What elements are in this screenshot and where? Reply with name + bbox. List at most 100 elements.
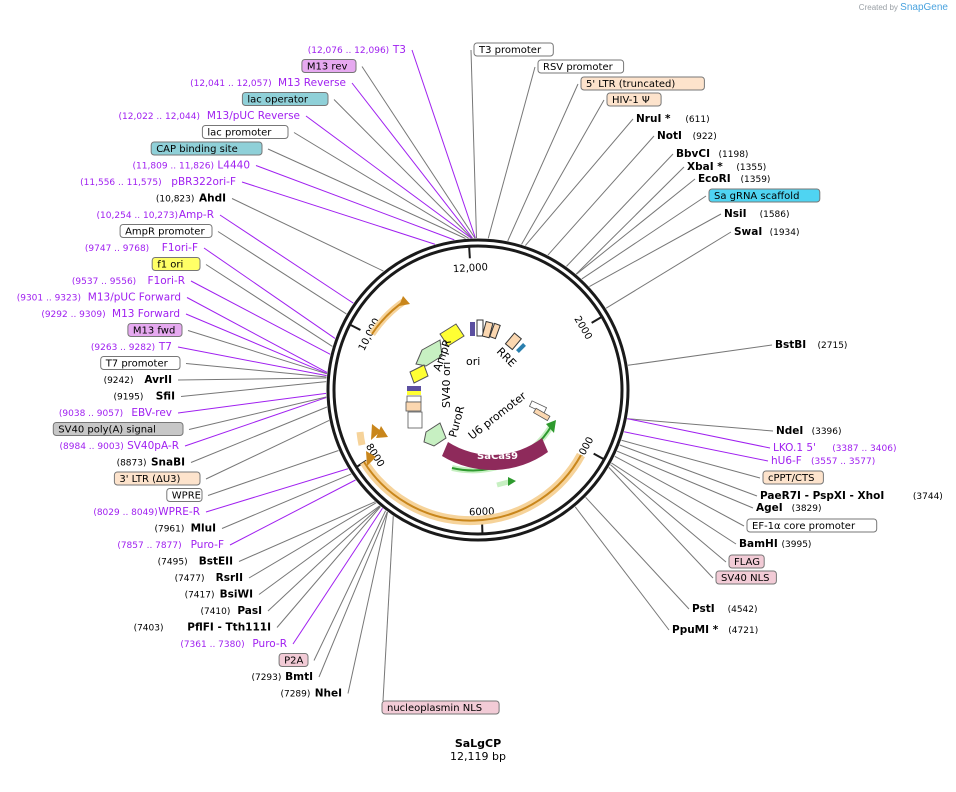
backbone-outer — [326, 238, 630, 542]
leader-line — [186, 297, 328, 373]
map-label-noti[interactable]: NotI(922) — [657, 130, 717, 142]
map-label-ahdi[interactable]: (10,823)AhdI — [156, 193, 226, 205]
label-name: L4440 — [217, 160, 250, 172]
map-label-wpre-r[interactable]: (8029 .. 8049)WPRE-R — [93, 506, 200, 518]
map-label-t7-promoter[interactable]: T7 promoter — [100, 356, 181, 370]
map-label-agei[interactable]: AgeI(3829) — [756, 502, 822, 514]
map-label-sv40-poly-a-signal[interactable]: SV40 poly(A) signal — [52, 422, 184, 436]
leader-line — [608, 467, 714, 579]
label-box — [151, 257, 201, 271]
map-label-psti[interactable]: PstI(4542) — [692, 603, 758, 615]
map-label-bsteii[interactable]: (7495)BstEII — [158, 556, 233, 568]
label-coordinate: (7495) — [158, 558, 188, 568]
map-label-sv40pa-r[interactable]: (8984 .. 9003)SV40pA-R — [60, 440, 179, 452]
label-coordinate: (7410) — [200, 607, 230, 617]
backbone-inner — [332, 244, 624, 536]
map-label-3-ltr-u3[interactable]: 3' LTR (ΔU3) — [113, 471, 201, 486]
map-label-puro-r[interactable]: (7361 .. 7380)Puro-R — [180, 638, 287, 650]
map-label-m13-forward[interactable]: (9292 .. 9309)M13 Forward — [41, 308, 180, 320]
map-label-ebv-rev[interactable]: (9038 .. 9057)EBV-rev — [59, 407, 172, 419]
map-label-swai[interactable]: SwaI(1934) — [734, 226, 800, 238]
map-label-ecori[interactable]: EcoRI(1359) — [698, 173, 770, 185]
map-label-lko-1-5[interactable]: LKO.1 5'(3387 .. 3406) — [773, 442, 896, 454]
map-label-nhei[interactable]: (7289)NheI — [280, 688, 342, 700]
label-coordinate: (8029 .. 8049) — [93, 508, 157, 518]
label-name: BamHI — [739, 538, 778, 550]
leader-line — [313, 510, 387, 661]
map-label-ampr-promoter[interactable]: AmpR promoter — [119, 224, 213, 238]
map-label-lac-promoter[interactable]: lac promoter — [201, 125, 289, 139]
map-label-ef-1-core-promoter[interactable]: EF-1α core promoter — [746, 518, 878, 533]
map-label-t7[interactable]: (9263 .. 9282)T7 — [91, 341, 172, 353]
map-label-m13-rev[interactable]: M13 rev — [301, 59, 357, 73]
map-label-bbvci[interactable]: BbvCI(1198) — [676, 148, 748, 160]
label-name: pBR322ori-F — [171, 176, 236, 188]
feature-arrows — [356, 296, 585, 526]
label-name: PflFI - Tth111I — [187, 622, 271, 634]
label-text: nucleoplasmin NLS — [387, 703, 482, 714]
leader-line — [292, 507, 383, 645]
map-label-hiv-1[interactable]: HIV-1 Ψ — [606, 92, 662, 107]
map-label-xbai[interactable]: XbaI *(1355) — [687, 161, 766, 173]
map-label-hu6-f[interactable]: hU6-F(3557 .. 3577) — [771, 455, 875, 467]
map-label-t3-promoter[interactable]: T3 promoter — [473, 42, 554, 57]
map-label-bmti[interactable]: (7293)BmtI — [251, 671, 313, 683]
map-label-cap-binding-site[interactable]: CAP binding site — [150, 141, 263, 156]
map-label-bstbi[interactable]: BstBI(2715) — [775, 339, 847, 351]
label-coordinate: (3387 .. 3406) — [832, 444, 896, 454]
inner-label-puror: PuroR — [446, 404, 467, 439]
leader-line — [205, 420, 330, 480]
map-label-mlui[interactable]: (7961)MluI — [154, 523, 216, 535]
wpre-block — [407, 411, 423, 429]
map-label-paer7i-pspxi-xhoi[interactable]: PaeR7I - PspXI - XhoI(3744) — [760, 490, 943, 502]
map-label-m13-reverse[interactable]: (12,041 .. 12,057)M13 Reverse — [190, 77, 346, 89]
map-label-f1-ori[interactable]: f1 ori — [151, 257, 201, 271]
leader-line — [566, 153, 674, 267]
map-label-bamhi[interactable]: BamHI(3995) — [739, 538, 811, 550]
map-label-nucleoplasmin-nls[interactable]: nucleoplasmin NLS — [381, 700, 500, 715]
map-label-pflfi-tth111i[interactable]: (7403)PflFI - Tth111I — [134, 622, 271, 634]
map-label-amp-r[interactable]: (10,254 .. 10,273)Amp-R — [97, 209, 214, 221]
map-label-ndei[interactable]: NdeI(3396) — [776, 425, 842, 437]
map-label-rsv-promoter[interactable]: RSV promoter — [537, 59, 625, 74]
map-label-puro-f[interactable]: (7857 .. 7877)Puro-F — [117, 539, 224, 551]
label-text: CAP binding site — [156, 144, 238, 155]
map-label-snabi[interactable]: (8873)SnaBI — [117, 457, 185, 469]
label-coordinate: (7361 .. 7380) — [180, 640, 244, 650]
map-label-sfii[interactable]: (9195)SfiI — [113, 391, 175, 403]
map-label-nsii[interactable]: NsiI(1586) — [724, 208, 790, 220]
map-label-m13-puc-forward[interactable]: (9301 .. 9323)M13/pUC Forward — [17, 292, 181, 304]
map-label-f1ori-r[interactable]: (9537 .. 9556)F1ori-R — [72, 275, 185, 287]
map-label-m13-fwd[interactable]: M13 fwd — [127, 323, 183, 337]
leader-line — [267, 505, 381, 612]
map-label-lac-operator[interactable]: lac operator — [241, 92, 329, 106]
map-label-p2a[interactable]: P2A — [278, 653, 309, 667]
map-label-sa-grna-scaffold[interactable]: Sa gRNA scaffold — [708, 188, 821, 203]
map-label-cppt-cts[interactable]: cPPT/CTS — [762, 470, 824, 485]
map-label-pasi[interactable]: (7410)PasI — [200, 605, 262, 617]
map-label-5-ltr-truncated[interactable]: 5' LTR (truncated) — [580, 76, 705, 91]
map-label-t3[interactable]: (12,076 .. 12,096)T3 — [308, 44, 406, 56]
label-text: AmpR promoter — [125, 227, 205, 238]
map-label-flag[interactable]: FLAG — [728, 554, 765, 569]
map-label-wpre[interactable]: WPRE — [166, 488, 203, 502]
map-label-l4440[interactable]: (11,809 .. 11,826)L4440 — [133, 160, 250, 172]
label-name: AvrII — [144, 374, 172, 386]
label-coordinate: (10,254 .. 10,273) — [97, 211, 178, 221]
label-name: SwaI — [734, 226, 762, 238]
map-label-ppumi[interactable]: PpuMI *(4721) — [672, 624, 758, 636]
map-label-rsrii[interactable]: (7477)RsrII — [175, 572, 243, 584]
label-name: SnaBI — [151, 457, 185, 469]
label-box — [127, 323, 183, 337]
label-box — [715, 570, 777, 585]
map-label-m13-puc-reverse[interactable]: (12,022 .. 12,044)M13/pUC Reverse — [119, 110, 300, 122]
map-label-pbr322ori-f[interactable]: (11,556 .. 11,575)pBR322ori-F — [80, 176, 236, 188]
leader-line — [521, 99, 605, 245]
label-coordinate: (7477) — [175, 574, 205, 584]
map-label-f1ori-f[interactable]: (9747 .. 9768)F1ori-F — [85, 242, 198, 254]
map-label-avrii[interactable]: (9242)AvrII — [104, 374, 172, 386]
map-label-nrui[interactable]: NruI *(611) — [636, 113, 710, 125]
map-label-bsiwi[interactable]: (7417)BsiWI — [185, 589, 253, 601]
label-coordinate: (12,076 .. 12,096) — [308, 46, 389, 56]
map-label-sv40-nls[interactable]: SV40 NLS — [715, 570, 777, 585]
